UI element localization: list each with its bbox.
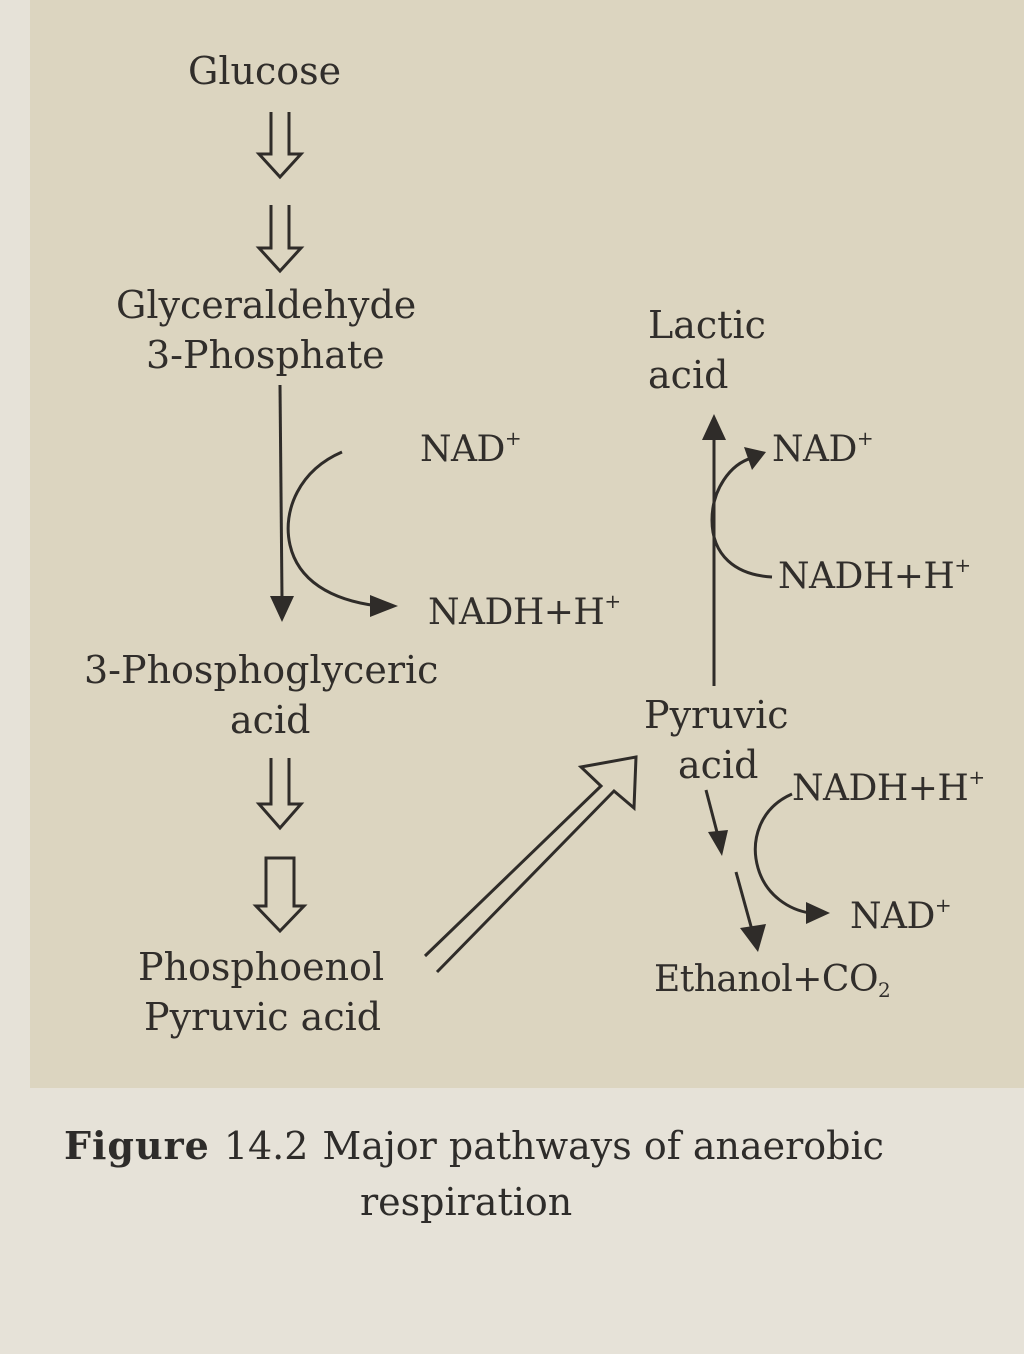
nad-right-top-label: NAD+ bbox=[772, 426, 874, 470]
pyruvic-label-line2: acid bbox=[678, 743, 759, 787]
g3p-label-line2: 3-Phosphate bbox=[146, 333, 385, 377]
pyruvate-to-lactate-arrow bbox=[702, 414, 726, 686]
nadh-right-bottom-label: NADH+H+ bbox=[792, 765, 985, 809]
caption-figure-word: Figure bbox=[64, 1123, 210, 1168]
pep-label-line2: Pyruvic acid bbox=[144, 995, 382, 1039]
nad-curve-arrow-right-bottom bbox=[753, 792, 830, 924]
nad-left-label: NAD+ bbox=[420, 426, 522, 470]
pga-label-line2: acid bbox=[230, 698, 311, 742]
double-arrow-icon bbox=[252, 856, 308, 934]
nad-curve-arrow-left bbox=[286, 450, 398, 617]
nad-right-bottom-label: NAD+ bbox=[850, 893, 952, 937]
figure-caption: Figure 14.2 Major pathways of anaerobic re… bbox=[64, 1118, 984, 1230]
double-arrow-icon bbox=[255, 112, 305, 180]
ethanol-label: Ethanol+CO2 bbox=[654, 959, 891, 1002]
pyruvate-to-ethanol-arrow bbox=[704, 789, 766, 952]
diagram-panel bbox=[30, 0, 1024, 1088]
lactic-label-line1: Lactic bbox=[648, 303, 766, 347]
nadh-left-label: NADH+H+ bbox=[428, 589, 621, 633]
nad-curve-arrow-right-top bbox=[710, 447, 773, 579]
pga-label-line1: 3-Phosphoglyceric bbox=[84, 648, 439, 692]
pep-label-line1: Phosphoenol bbox=[138, 945, 385, 989]
caption-text-line2: respiration bbox=[360, 1180, 573, 1224]
g3p-to-pga-arrow bbox=[270, 384, 294, 622]
nadh-right-top-label: NADH+H+ bbox=[778, 553, 971, 597]
caption-figure-number: 14.2 bbox=[223, 1124, 309, 1168]
double-arrow-icon bbox=[255, 758, 305, 831]
glucose-label: Glucose bbox=[188, 49, 342, 93]
pep-to-pyruvate-arrow bbox=[423, 755, 638, 974]
pathway-arrows bbox=[252, 112, 830, 974]
caption-text-line1: Major pathways of anaerobic bbox=[322, 1124, 884, 1168]
double-arrow-icon bbox=[255, 205, 305, 274]
pyruvic-label-line1: Pyruvic bbox=[644, 693, 789, 737]
g3p-label-line1: Glyceraldehyde bbox=[116, 283, 417, 327]
lactic-label-line2: acid bbox=[648, 353, 729, 397]
